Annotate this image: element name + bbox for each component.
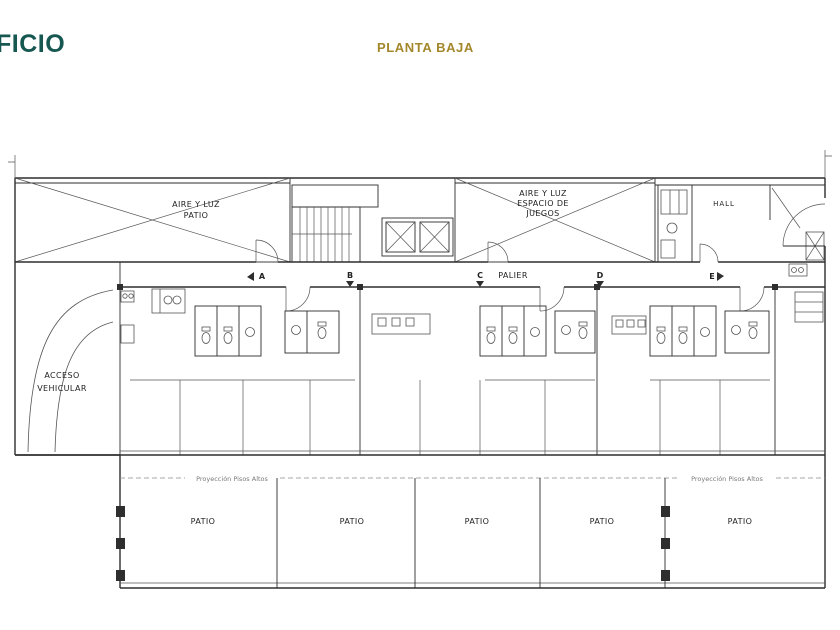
facade-line — [15, 450, 825, 456]
section-marker-d: D — [597, 271, 604, 280]
label-aire-y-luz-juegos-line1: AIRE Y LUZ — [519, 189, 567, 198]
marker-a-arrow-icon — [247, 272, 254, 281]
label-patio-3: PATIO — [465, 517, 490, 526]
airspace-left-patio: AIRE Y LUZ PATIO — [14, 177, 291, 263]
unit-3 — [649, 286, 824, 357]
label-acceso-line2: VEHICULAR — [37, 384, 87, 393]
section-marker-a: A — [259, 272, 266, 281]
proyeccion-label-bg-right — [680, 473, 775, 483]
plan-subtitle: PLANTA BAJA — [377, 40, 474, 55]
marker-e-arrow-icon — [717, 272, 724, 281]
proyeccion-label-bg-left — [185, 473, 280, 483]
label-patio-1: PATIO — [191, 517, 216, 526]
section-marker-c: C — [477, 271, 483, 280]
patio-band: Proyección Pisos Altos Proyección Pisos … — [116, 473, 825, 588]
marker-c-arrow-icon — [476, 281, 484, 287]
marker-b-arrow-icon — [346, 281, 354, 287]
unit-1 — [151, 286, 340, 357]
label-proyeccion-right: Proyección Pisos Altos — [691, 475, 763, 483]
marker-d-arrow-icon — [596, 281, 604, 287]
hall-and-entrance: HALL — [657, 185, 826, 262]
label-hall: HALL — [713, 200, 735, 208]
page-title: FICIO — [0, 30, 66, 58]
label-acceso-line1: ACCESO — [44, 371, 79, 380]
label-palier: PALIER — [498, 271, 528, 280]
unit-divider-walls — [130, 287, 776, 455]
label-proyeccion-left: Proyección Pisos Altos — [196, 475, 268, 483]
stairwell — [291, 184, 379, 263]
label-aire-y-luz-juegos-line2: ESPACIO DE — [517, 199, 569, 208]
boundary-ticks — [8, 150, 832, 178]
section-markers: A B C D E — [247, 271, 724, 287]
vehicular-access: ACCESO VEHICULAR — [27, 262, 135, 455]
section-marker-b: B — [347, 271, 353, 280]
label-patio-5: PATIO — [728, 517, 753, 526]
label-patio-2: PATIO — [340, 517, 365, 526]
label-patio-4: PATIO — [590, 517, 615, 526]
label-aire-y-luz-juegos-line3: JUEGOS — [525, 209, 559, 218]
unit-2 — [371, 286, 647, 357]
section-marker-e: E — [709, 272, 714, 281]
label-aire-y-luz-patio-line1: AIRE Y LUZ — [172, 200, 220, 209]
label-aire-y-luz-patio-line2: PATIO — [184, 211, 209, 220]
airspace-games: AIRE Y LUZ ESPACIO DE JUEGOS — [454, 177, 656, 263]
elevator-shafts — [381, 217, 454, 257]
